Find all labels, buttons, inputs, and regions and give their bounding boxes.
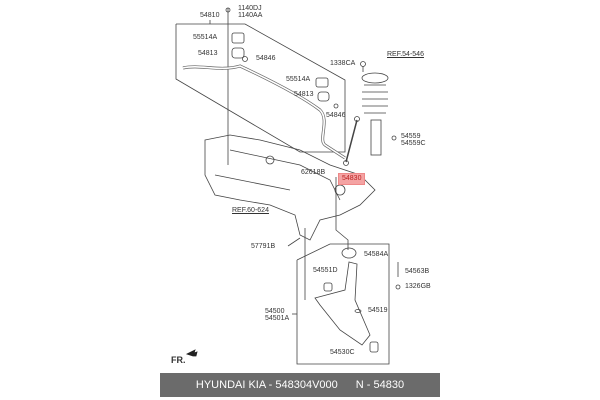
- label-54519: 54519: [368, 307, 388, 314]
- lower-arm: [314, 261, 371, 346]
- footer-diagram-number: N - 54830: [355, 379, 405, 391]
- label-54530c: 54530C: [330, 349, 355, 356]
- subframe: [204, 134, 376, 241]
- label-54584a: 54584A: [364, 251, 389, 258]
- strut-assembly: [360, 61, 397, 156]
- label-54559c: 54559C: [401, 140, 426, 147]
- front-arrow-icon: [185, 349, 198, 357]
- label-54501a: 54501A: [265, 315, 290, 322]
- label-54810: 54810: [200, 12, 220, 19]
- label-ref-strut[interactable]: REF.54-546: [387, 51, 424, 58]
- footer-part-number: HYUNDAI KIA - 548304V000: [195, 379, 338, 391]
- group-box-stabilizer: [175, 23, 346, 153]
- stabilizer-link-drawing: [345, 119, 358, 163]
- label-54813-left: 54813: [198, 50, 218, 57]
- label-front: FR.: [171, 355, 186, 365]
- label-54551d: 54551D: [313, 267, 338, 274]
- label-54813-right: 54813: [294, 91, 314, 98]
- label-54846-right: 54846: [326, 112, 346, 119]
- label-54500: 54500: [265, 308, 285, 315]
- label-54830-highlighted[interactable]: 54830: [338, 173, 366, 185]
- label-ref-subframe[interactable]: REF.60-624: [232, 207, 269, 214]
- label-55514a-left: 55514A: [193, 34, 218, 41]
- label-54563b: 54563B: [405, 268, 430, 275]
- label-1140aa: 1140AA: [238, 12, 263, 19]
- label-57791b: 57791B: [251, 243, 276, 250]
- label-55514a-right: 55514A: [286, 76, 311, 83]
- label-62618b: 62618B: [301, 169, 326, 176]
- label-1140dj: 1140DJ: [238, 5, 262, 12]
- label-1338ca: 1338CA: [330, 60, 356, 67]
- label-1326gb: 1326GB: [405, 283, 431, 290]
- group-box-arm: [296, 243, 390, 365]
- footer-bar: HYUNDAI KIA - 548304V000 N - 54830: [160, 373, 440, 397]
- label-54559: 54559: [401, 133, 421, 140]
- label-54846-left: 54846: [256, 55, 276, 62]
